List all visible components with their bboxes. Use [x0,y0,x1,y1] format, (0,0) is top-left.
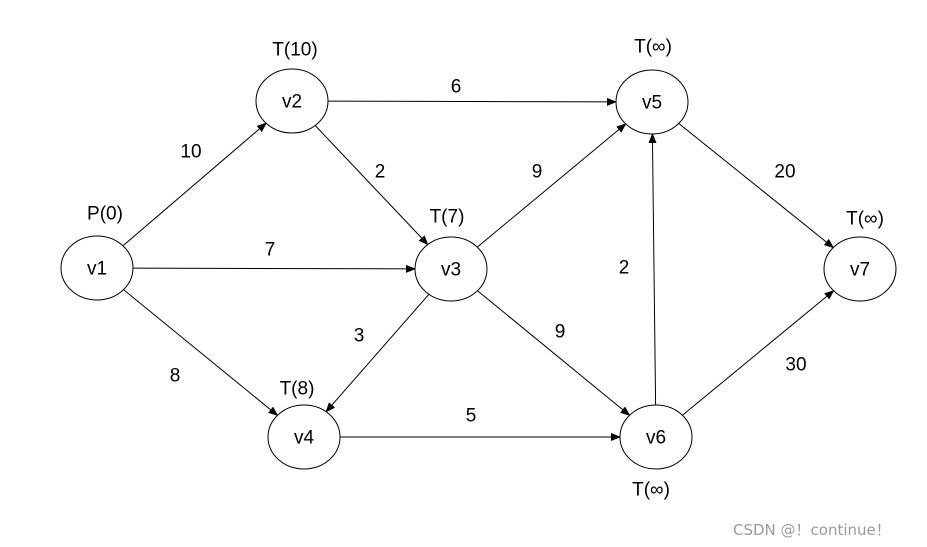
node-v7-label: v7 [850,260,870,281]
node-v4-label: v4 [294,428,315,449]
watermark-text: CSDN @！continue！ [733,521,891,539]
node-v2-tag: T(10) [272,40,317,61]
node-v1: v1 [60,235,134,301]
node-v6: v6 [619,404,693,470]
edge-v3-v5 [476,123,627,248]
edge-weight-v1-v2: 10 [180,142,201,163]
node-v7-tag: T(∞) [846,209,884,230]
edge-v2-v3 [314,125,429,246]
edge-weight-v4-v6: 5 [466,406,477,427]
node-v3-tag: T(7) [430,207,465,228]
edge-v3-v6 [477,290,631,416]
edge-v6-v5 [648,133,657,406]
edge-v1-v3 [132,264,416,273]
node-v5-label: v5 [642,93,662,114]
node-v2-label: v2 [282,92,302,113]
node-v5-tag: T(∞) [634,37,672,58]
node-v6-ellipse [619,404,693,470]
node-v2-ellipse [255,68,329,134]
node-v6-tag: T(∞) [632,480,670,501]
edge-weight-v3-v6: 9 [555,322,566,343]
edge-weight-v5-v7: 20 [774,162,795,183]
edge-v1-v2 [122,122,267,247]
edge-weight-v1-v3: 7 [265,240,276,261]
edge-v2-v5 [327,97,617,106]
node-v3: v3 [414,236,488,302]
node-v7-ellipse [823,236,897,302]
node-v4-tag: T(8) [280,379,315,400]
tags-layer: P(0) T(10) T(7) T(8) T(∞) T(∞) T(∞) [87,37,884,501]
edge-v5-v7 [678,123,835,249]
edge-v1-v4 [123,289,279,417]
node-v1-ellipse [60,235,134,301]
edge-weight-v3-v4: 3 [354,326,365,347]
edges-layer [122,97,835,441]
edge-weight-v1-v4: 8 [170,366,181,387]
node-v1-label: v1 [87,259,107,280]
edge-v6-v7 [682,290,835,416]
edge-weight-v2-v3: 2 [375,162,386,183]
node-v3-ellipse [414,236,488,302]
edge-weight-v3-v5: 9 [532,162,543,183]
node-v2: v2 [255,68,329,134]
nodes-layer: v1 v2 v3 v4 v5 v6 v7 [60,68,897,470]
weights-layer: 10 7 8 6 2 9 3 9 5 2 20 30 [170,77,807,427]
node-v5: v5 [615,69,689,135]
edge-v3-v4 [325,293,430,413]
node-v1-tag: P(0) [87,204,123,225]
node-v3-label: v3 [441,260,461,281]
edge-weight-v6-v7: 30 [785,355,806,376]
edge-weight-v6-v5: 2 [619,258,630,279]
node-v7: v7 [823,236,897,302]
node-v5-ellipse [615,69,689,135]
edge-weight-v2-v5: 6 [451,77,462,98]
node-v4: v4 [267,404,341,470]
node-v4-ellipse [267,404,341,470]
node-v6-label: v6 [646,428,666,449]
